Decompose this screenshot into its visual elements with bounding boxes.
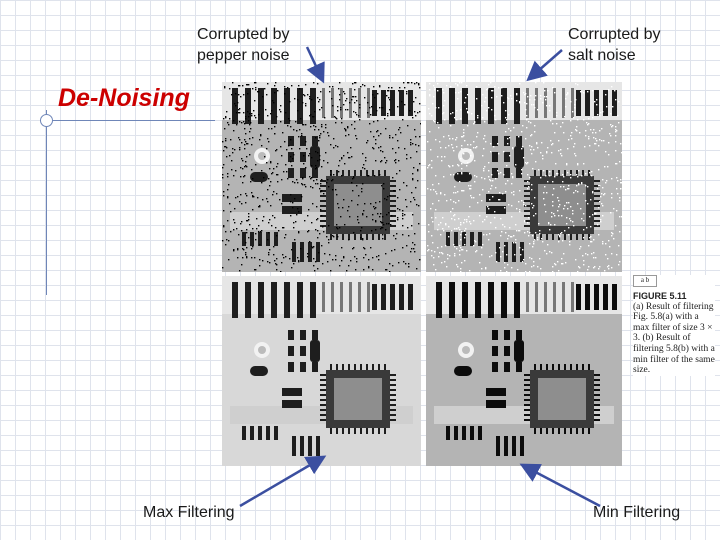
image-pepper-noise xyxy=(222,82,421,272)
figure-label: a b xyxy=(633,275,657,287)
arrow-pepper xyxy=(305,46,325,84)
decorative-line-horizontal xyxy=(40,120,215,121)
caption-min-filtering: Min Filtering xyxy=(593,504,681,521)
caption-max-filtering: Max Filtering xyxy=(143,504,235,521)
arrow-min xyxy=(519,463,601,508)
decorative-line-vertical xyxy=(46,110,47,295)
caption-pepper-noise: Corrupted by pepper noise xyxy=(197,24,290,66)
decorative-circle xyxy=(40,114,53,127)
figure-text: (a) Result of filtering Fig. 5.8(a) with… xyxy=(633,301,715,376)
caption-pepper-text: Corrupted by pepper noise xyxy=(197,26,290,64)
caption-salt-noise: Corrupted by salt noise xyxy=(568,24,661,66)
figure-caption: a b FIGURE 5.11 (a) Result of filtering … xyxy=(633,275,715,376)
caption-salt-text: Corrupted by salt noise xyxy=(568,26,661,64)
slide-title: De-Noising xyxy=(58,84,190,112)
image-min-filtered xyxy=(426,276,622,466)
figure-heading: FIGURE 5.11 xyxy=(633,291,687,301)
image-salt-noise xyxy=(426,82,622,272)
arrow-max xyxy=(239,455,327,508)
image-max-filtered xyxy=(222,276,421,466)
arrow-salt xyxy=(526,49,563,82)
